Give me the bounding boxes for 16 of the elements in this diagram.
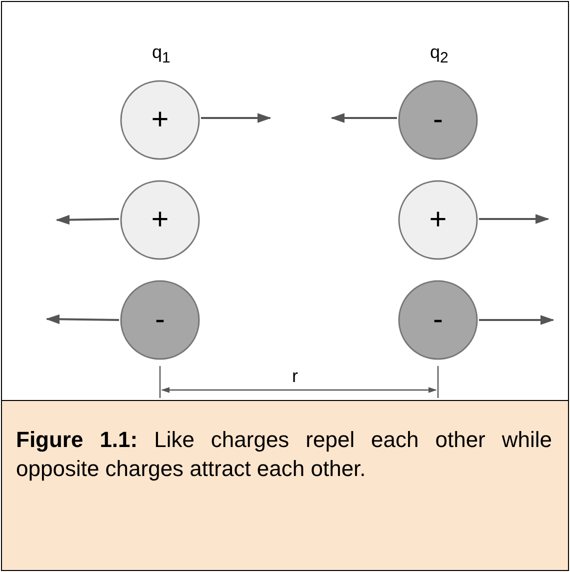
charge-label: q$_{1}$	[152, 42, 170, 67]
charge-sign: -	[432, 102, 444, 138]
figure-caption: Figure 1.1: Like charges repel each other while opposite charges attract each other.	[16, 426, 552, 483]
charge-sign: +	[150, 102, 170, 138]
charge-circle	[120, 80, 200, 160]
charge-circle	[398, 180, 478, 260]
charge-sign: -	[432, 302, 444, 338]
charge-circle	[398, 280, 478, 360]
charge-label: q$_{2}$	[430, 42, 448, 67]
charge-sign: +	[428, 202, 448, 238]
charge-circle	[120, 280, 200, 360]
distance-label: r	[292, 366, 298, 387]
charge-sign: -	[154, 302, 166, 338]
charge-circle	[120, 180, 200, 260]
charge-sign: +	[150, 202, 170, 238]
charge-circle	[398, 80, 478, 160]
